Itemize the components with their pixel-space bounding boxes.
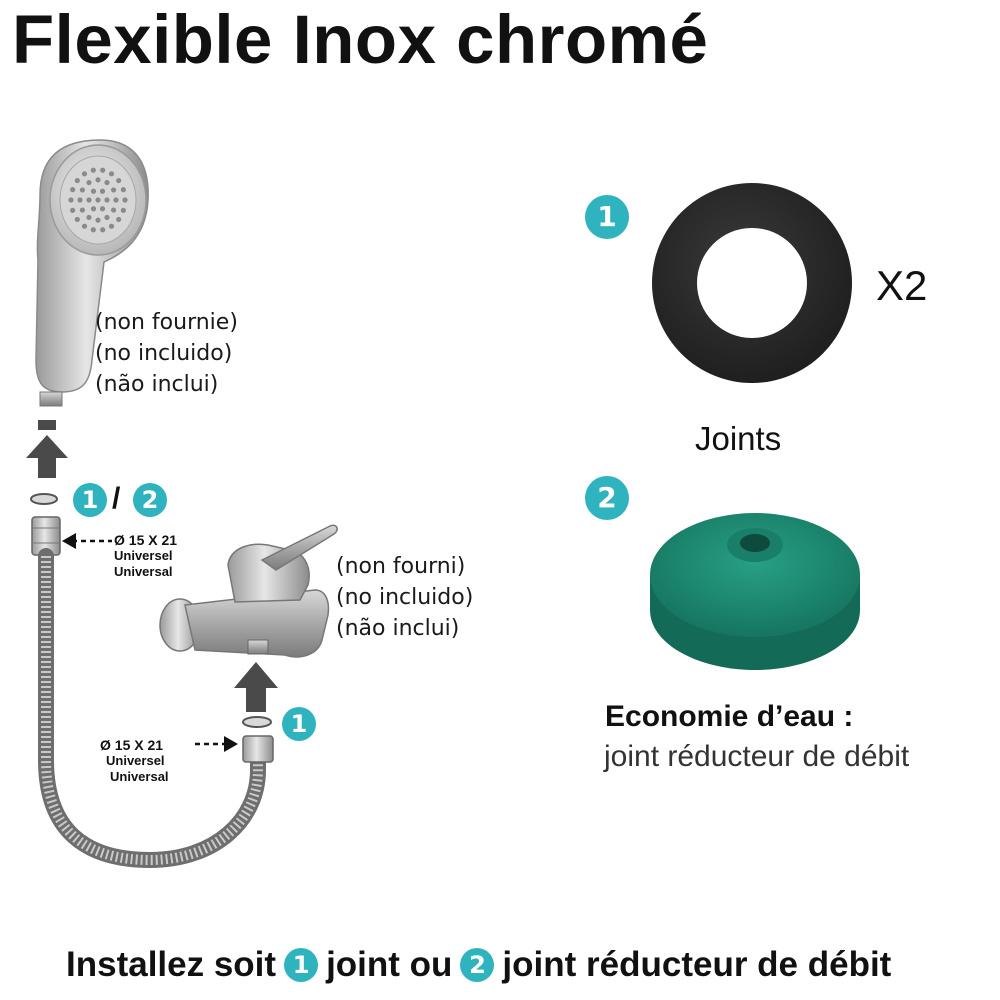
nozzle-dot: [104, 214, 110, 221]
nozzle-dot: [70, 187, 76, 193]
page-title: Flexible Inox chromé: [12, 1, 709, 78]
nozzle-dot: [116, 177, 122, 184]
gasket-badge: 1: [585, 195, 629, 239]
badge-slash: /: [112, 482, 121, 515]
nozzle-dot: [90, 227, 96, 233]
shower-head-icon: [35, 139, 149, 407]
connector-size: Ø 15 X 21: [100, 737, 164, 753]
hose-icon: [38, 548, 266, 869]
washer-icon: [242, 716, 272, 728]
connector-line3: Universal: [114, 564, 173, 579]
connector-line2: Universel: [114, 548, 173, 563]
nozzle-dot: [100, 227, 106, 233]
badge-one: 1: [282, 707, 316, 741]
nozzle-dot: [108, 223, 115, 229]
bottom-nut-icon: [242, 735, 274, 763]
connector-line3: Universal: [110, 769, 169, 784]
nozzle-dot: [110, 207, 117, 213]
footer-part2: joint ou: [326, 945, 453, 984]
reducer-badge: 2: [585, 476, 629, 520]
badge-two: 2: [133, 483, 167, 517]
nozzle-dot: [74, 216, 80, 223]
nozzle-dot: [95, 177, 101, 183]
connector-bottom-label: Ø 15 X 21 Universel Universal: [100, 737, 169, 785]
nozzle-dot: [99, 188, 106, 194]
nozzle-dot: [77, 197, 83, 203]
joints-label: Joints: [695, 420, 782, 457]
note-line: (não inclui): [95, 372, 219, 397]
nozzle-dot: [86, 197, 92, 203]
connector-size: Ø 15 X 21: [114, 532, 178, 548]
gasket-quantity: X2: [876, 262, 928, 309]
nozzle-dot: [108, 171, 115, 177]
nozzle-dot: [90, 206, 97, 212]
nozzle-dot: [95, 197, 101, 203]
nozzle-dot: [86, 214, 92, 221]
nozzle-dot: [122, 197, 128, 203]
nozzle-dot: [70, 207, 76, 213]
mixer-tap-icon: [159, 524, 338, 658]
reducer-title: Economie d’eau :: [605, 700, 854, 733]
nozzle-dot: [104, 179, 110, 186]
nozzle-dot: [120, 207, 126, 213]
nozzle-dot: [90, 188, 97, 194]
nozzle-dot: [90, 167, 96, 173]
footer-instruction: Installez soit 1 joint ou 2 joint réduct…: [66, 945, 891, 985]
flow-reducer-icon: [650, 513, 860, 670]
nozzle-dot: [95, 217, 101, 223]
note-line: (non fourni): [336, 554, 466, 579]
nozzle-dot: [81, 223, 88, 229]
dashed-arrow-left-icon: [62, 533, 112, 549]
nozzle-dot: [86, 179, 92, 186]
nozzle-dot: [99, 206, 106, 212]
nozzle-dot: [104, 197, 110, 203]
nozzle-dot: [113, 197, 119, 203]
note-line: (no incluido): [95, 341, 233, 366]
footer-badge-two: 2: [460, 948, 495, 982]
nozzle-dot: [79, 187, 86, 193]
footer-badge-one: 1: [284, 948, 319, 982]
nozzle-dot: [81, 171, 88, 177]
note-line: (no incluido): [336, 585, 474, 610]
nozzle-dot: [100, 167, 106, 173]
footer-part3: joint réducteur de débit: [502, 945, 892, 984]
dashed-arrow-left-icon: [195, 736, 238, 752]
connector-top-label: Ø 15 X 21 Universel Universal: [114, 532, 177, 580]
showerhead-note: (non fournie) (no incluido) (não inclui): [95, 307, 238, 400]
note-line: (non fournie): [95, 310, 238, 335]
badge-one: 1: [73, 483, 107, 517]
reducer-subtitle: joint réducteur de débit: [604, 740, 910, 773]
note-line: (não inclui): [336, 616, 460, 641]
nozzle-dot: [110, 187, 117, 193]
flat-gasket-icon: [652, 183, 852, 383]
footer-part1: Installez soit: [66, 945, 277, 984]
nozzle-dot: [120, 187, 126, 193]
arrow-up-icon: [234, 662, 278, 712]
nozzle-dot: [68, 197, 74, 203]
nozzle-dot: [116, 216, 122, 223]
arrow-up-icon: [26, 420, 68, 478]
nozzle-dot: [74, 177, 80, 184]
connector-line2: Universel: [106, 753, 165, 768]
nozzle-dot: [79, 207, 86, 213]
mixer-note: (non fourni) (no incluido) (não inclui): [336, 551, 473, 644]
washer-icon: [30, 493, 58, 505]
